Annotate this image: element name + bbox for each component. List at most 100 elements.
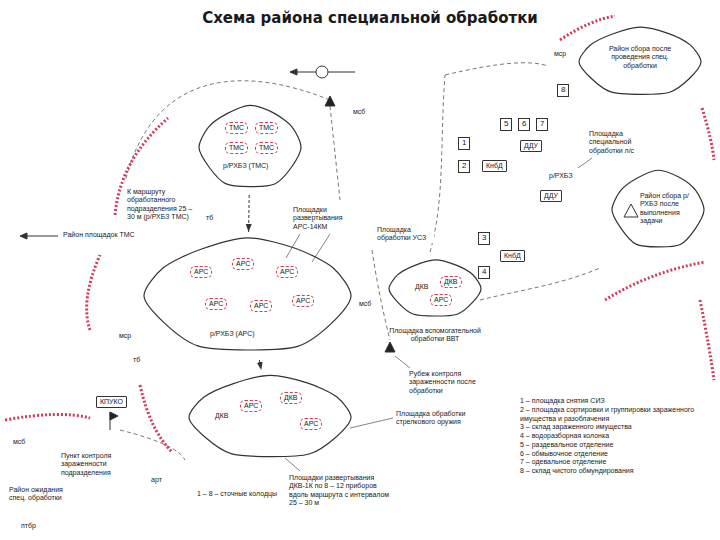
area-outline	[189, 375, 351, 456]
forest-edge	[605, 262, 705, 300]
area-outline	[199, 105, 301, 186]
area-outline	[579, 27, 701, 94]
vehicle-label: АРС	[190, 266, 212, 278]
map-label: арт	[150, 476, 163, 484]
direction-line	[328, 72, 355, 73]
vehicle-label: ТМС	[225, 142, 248, 154]
zone-label: р/РХБЗ (АРС)	[210, 330, 280, 338]
zone-area: ДКВ	[185, 370, 355, 465]
flag-triangle	[385, 342, 395, 352]
vehicle-label: ТМС	[255, 142, 278, 154]
forest-edge	[87, 255, 100, 330]
legend-item: 1 – площадка снятия СИЗ	[520, 397, 715, 406]
box-number: 6	[522, 120, 526, 129]
vehicle-label: АРС	[250, 300, 272, 312]
vehicle-label: ТМС	[225, 122, 248, 134]
zone-area: р/РХБЗ (ТМС)	[195, 100, 305, 195]
forest-edge	[140, 385, 172, 452]
vehicle-label: АРС	[300, 418, 322, 430]
numbered-box: 4	[478, 266, 490, 279]
vehicle-label: АРС	[276, 266, 298, 278]
vehicle-label: ДКВ	[280, 392, 302, 404]
map-label: Пункт контроля зараженности подразделени…	[60, 452, 142, 477]
box-number: 4	[482, 268, 486, 277]
zone-area: Район сбора после проведения спец. обраб…	[575, 22, 705, 102]
vehicle-label: ДДУ	[540, 190, 562, 202]
zone-area: ДКВПлощадка вспомогательной обработки ВВ…	[385, 255, 485, 323]
leader-line	[285, 458, 300, 471]
map-label: птбр	[20, 522, 37, 530]
box-number: 1	[462, 139, 466, 148]
road	[445, 63, 548, 75]
map-label: р/РХБЗ	[548, 172, 574, 180]
map-label: мср	[118, 332, 132, 340]
forest-edge	[702, 108, 714, 160]
assembly-triangle	[624, 204, 638, 217]
leader-line	[350, 418, 393, 428]
box-number: 3	[482, 234, 486, 243]
zone-label: ДКВ	[215, 412, 239, 420]
numbered-box: 6	[518, 118, 530, 131]
leader-line	[395, 356, 410, 368]
map-label: 1 – 8 – сточные колодцы	[196, 490, 284, 498]
legend: 1 – площадка снятия СИЗ2 – площадка сорт…	[520, 397, 715, 476]
vehicle-label: КнбД	[482, 160, 507, 172]
map-label: тб	[205, 214, 214, 222]
box-number: 8	[561, 86, 565, 95]
forest-edge	[700, 300, 714, 380]
numbered-box: 5	[500, 118, 512, 131]
map-label: тб	[132, 356, 141, 364]
map-label: К маршруту обработанного подразделения 2…	[126, 188, 196, 222]
pointer-arrow	[20, 233, 27, 239]
legend-item: 2 – площадка сортировки и группировки за…	[520, 406, 715, 424]
legend-item: 4 – водоразборная колонка	[520, 432, 715, 441]
map-label: Район ожидания спец. обработки	[8, 486, 70, 503]
map-label: Площадки развертывания ДКВ-1К по 8 – 12 …	[288, 474, 398, 508]
numbered-box: 3	[478, 232, 490, 245]
road	[125, 81, 330, 182]
box-number: 2	[462, 162, 466, 171]
zone-label: Район сбора р/РХБЗ после выполнения зада…	[640, 192, 696, 226]
vehicle-label: АРС	[240, 400, 262, 412]
route-connector	[248, 195, 250, 232]
legend-item: 7 – одевальное отделение	[520, 458, 715, 467]
area-outline	[195, 100, 305, 195]
map-label: Район площадок ТМС	[62, 231, 136, 239]
vehicle-label: АРС	[232, 258, 254, 270]
numbered-box: 7	[536, 118, 548, 131]
zone-area: Район сбора р/РХБЗ после выполнения зада…	[608, 165, 708, 255]
zone-label: Площадка вспомогательной обработки ВВТ	[377, 327, 493, 344]
map-label: Площадка обработки стрелкового оружия	[395, 410, 475, 427]
map-label: Рубеж контроля зараженности после обрабо…	[408, 370, 488, 395]
route-connector	[259, 360, 261, 370]
zone-label: р/РХБЗ (ТМС)	[223, 162, 283, 170]
road	[330, 106, 340, 200]
legend-item: 5 – раздевальное отделение	[520, 441, 715, 450]
area-outline	[144, 238, 351, 350]
vehicle-label: АРС	[292, 295, 314, 307]
legend-item: 8 – склад чистого обмундирования	[520, 467, 715, 476]
zone-area: р/РХБЗ (АРС)	[140, 232, 355, 360]
area-outline	[612, 170, 704, 247]
diagram-title: Схема района специальной обработки	[10, 9, 720, 27]
direction-circle	[316, 66, 328, 78]
numbered-box: 8	[557, 84, 569, 97]
area-outline	[185, 370, 355, 465]
area-outline	[140, 232, 355, 360]
map-label: мсб	[358, 300, 372, 308]
zone-label: ДКВ	[415, 283, 439, 291]
vehicle-label: КнбД	[500, 250, 525, 262]
map-label: мср	[553, 50, 567, 58]
map-label: мсб	[12, 438, 26, 446]
direction-arrow	[290, 69, 297, 75]
legend-item: 3 – склад зараженного имущества	[520, 423, 715, 432]
leader-line	[312, 234, 330, 262]
vehicle-label: АРС	[205, 298, 227, 310]
flag-triangle	[110, 412, 118, 420]
numbered-box: 2	[458, 160, 470, 173]
zone-label: Район сбора после проведения спец. обраб…	[605, 45, 675, 70]
road	[480, 268, 600, 300]
vehicle-label: ТМС	[255, 122, 278, 134]
area-outline	[385, 255, 485, 323]
box-number: 5	[504, 120, 508, 129]
